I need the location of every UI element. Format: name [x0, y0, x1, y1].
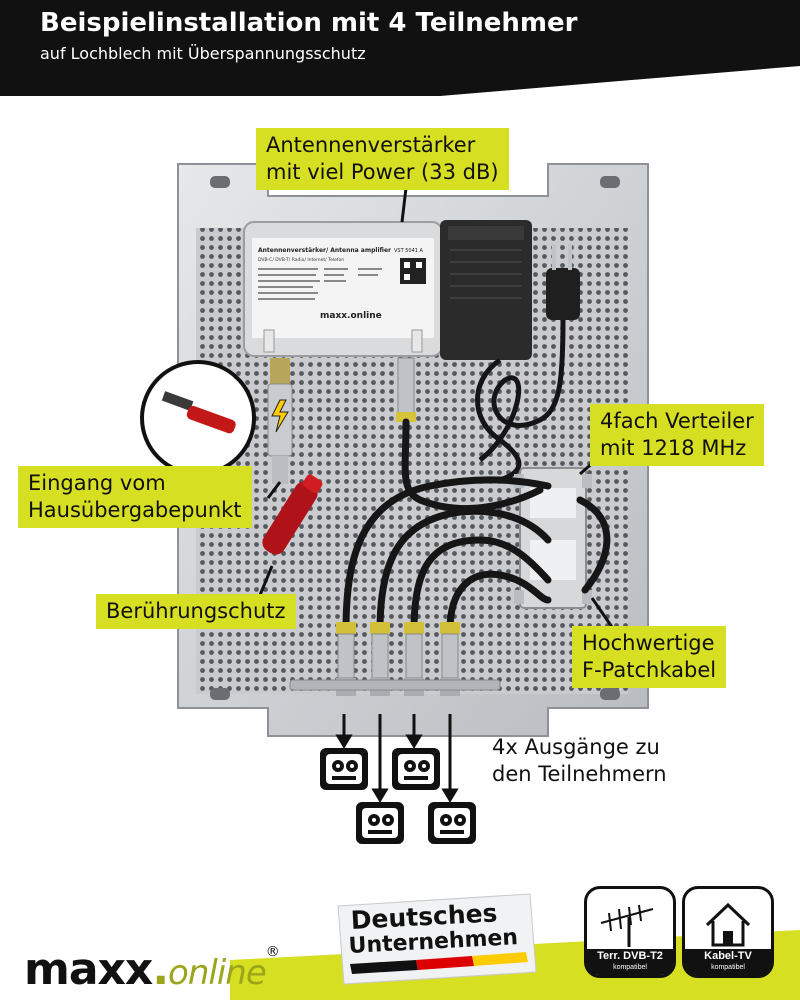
splitter [514, 467, 592, 609]
badge-dvbt2-bar: Terr. DVB-T2 kompatibel [587, 949, 673, 975]
output-connectors [289, 622, 501, 696]
power-supply [440, 220, 580, 483]
badge-dvbt2-sub: kompatibel [613, 964, 647, 971]
callout-splitter: 4fach Verteiler mit 1218 MHz [590, 404, 764, 466]
output-arrows [335, 714, 459, 803]
brand-logo-online: online [168, 953, 267, 993]
badge-kabel-tv-bar: Kabel-TV kompatibel [685, 949, 771, 975]
badge-dvbt2-title: Terr. DVB-T2 [597, 950, 663, 962]
header-background [0, 0, 800, 96]
brand-logo-registered: ® [265, 944, 280, 960]
brand-logo: maxx.online® [24, 944, 280, 995]
wall-socket-icon [320, 748, 476, 844]
badge-kabel-tv: Kabel-TV kompatibel [682, 886, 774, 978]
callout-input-line2: Hausübergabepunkt [28, 498, 242, 522]
header-banner [0, 0, 800, 96]
surge-protector [267, 358, 293, 484]
page-subtitle: auf Lochblech mit Überspannungsschutz [40, 44, 366, 63]
house-icon [705, 902, 751, 947]
callout-outputs-line2: den Teilnehmern [492, 762, 667, 786]
protective-cap [262, 474, 323, 555]
callout-protection-text: Berührungschutz [106, 599, 286, 623]
callout-splitter-line1: 4fach Verteiler [600, 409, 754, 433]
badge-kabel-tv-title: Kabel-TV [704, 950, 752, 962]
callout-cable-line2: F-Patchkabel [582, 658, 717, 682]
brand-logo-dot: . [152, 944, 169, 995]
callout-amplifier: Antennenverstärker mit viel Power (33 dB… [256, 128, 509, 190]
callout-amplifier-line1: Antennenverstärker [266, 133, 476, 157]
patch-cables [342, 418, 611, 634]
magnifier-inset [140, 360, 256, 476]
callout-input-line1: Eingang vom [28, 471, 166, 495]
callout-splitter-line2: mit 1218 MHz [600, 436, 747, 460]
callout-protection: Berührungschutz [96, 594, 296, 629]
badge-kabel-tv-sub: kompatibel [711, 964, 745, 971]
brand-logo-main: maxx [24, 944, 153, 995]
badge-dvbt2: Terr. DVB-T2 kompatibel [584, 886, 676, 978]
amp-label-sub: DVB-C/ DVB-T/ Radio/ Internet/ Telefon [258, 257, 344, 263]
callout-input: Eingang vom Hausübergabepunkt [18, 466, 252, 528]
callout-amplifier-line2: mit viel Power (33 dB) [266, 160, 499, 184]
amp-label-title: Antennenverstärker/ Antenna amplifier [258, 247, 391, 254]
callout-cable: Hochwertige F-Patchkabel [572, 626, 727, 688]
qr-code [400, 258, 426, 284]
amp-output-connector [397, 357, 415, 419]
deutsches-unternehmen-sticker [337, 893, 537, 985]
amplifier-unit: Antennenverstärker/ Antenna amplifier VS… [243, 221, 443, 357]
callout-outputs-line1: 4x Ausgänge zu [492, 735, 660, 759]
callout-outputs: 4x Ausgänge zu den Teilnehmern [492, 734, 667, 788]
page-title: Beispielinstallation mit 4 Teilnehmer [40, 8, 578, 38]
amp-brand-label: maxx.online [320, 311, 382, 321]
amp-label-model: VST 5041 A [394, 248, 424, 254]
antenna-icon [600, 904, 654, 947]
callout-cable-line1: Hochwertige [582, 631, 715, 655]
